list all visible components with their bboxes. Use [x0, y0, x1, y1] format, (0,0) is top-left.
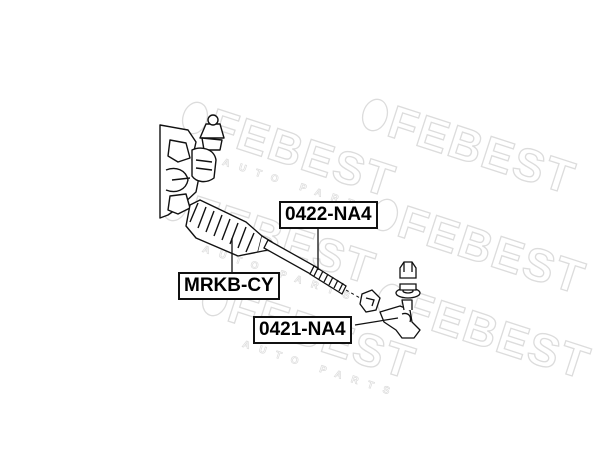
- steering-rack-housing: [159, 114, 225, 219]
- housing-bolt: [199, 123, 225, 139]
- castle-nut: [399, 261, 417, 279]
- watermark-logo-3: FEBEST: [382, 95, 582, 204]
- tie-rod-thread: [309, 265, 347, 295]
- washer: [395, 283, 421, 299]
- part-label-0422-na4: 0422-NA4: [279, 201, 378, 229]
- tie-rod-end: [379, 299, 421, 339]
- housing-bolt-head: [207, 114, 219, 126]
- leader-0421: [354, 317, 399, 326]
- jam-nut: [359, 289, 381, 313]
- inner-tie-rod: [263, 239, 347, 295]
- part-label-mrkb-cy: MRKB-CY: [178, 272, 280, 300]
- part-label-0421-na4: 0421-NA4: [253, 316, 352, 344]
- leader-lines: [231, 226, 399, 326]
- dashed-axis: [345, 289, 361, 299]
